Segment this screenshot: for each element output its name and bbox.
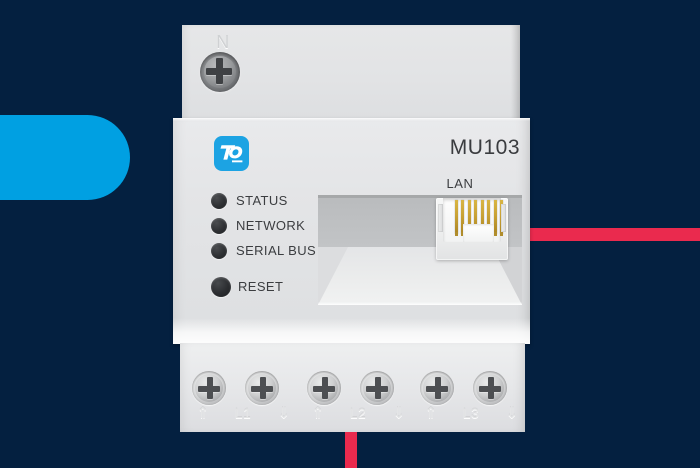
terminal-screw-l2-out[interactable] xyxy=(360,371,394,405)
terminal-label-l3: L3 xyxy=(462,405,480,421)
terminal-label-l2: L2 xyxy=(349,405,367,421)
screw-slot-vertical xyxy=(216,58,223,84)
indicator-status: STATUS xyxy=(211,188,316,213)
port-label-lan: LAN xyxy=(446,176,474,191)
indicator-serial-bus: SERIAL BUS xyxy=(211,238,316,263)
screw-slot-vertical xyxy=(206,377,213,399)
tq-logo-icon xyxy=(214,136,249,171)
rj45-pin xyxy=(493,200,497,234)
top-block-right-edge xyxy=(511,25,520,125)
rj45-pin xyxy=(474,200,478,234)
background-red-vertical-bar xyxy=(345,432,357,468)
background-pill-shape xyxy=(0,115,130,200)
rj45-jack-icon[interactable] xyxy=(436,198,508,260)
rj45-shield-clip-right xyxy=(501,204,506,232)
serial-bus-led-icon xyxy=(211,242,227,259)
reset-button[interactable]: RESET xyxy=(211,274,316,299)
rj45-pin xyxy=(461,200,465,234)
status-led-icon xyxy=(211,192,227,209)
reset-button-icon[interactable] xyxy=(211,276,231,297)
recess-top-edge xyxy=(318,195,522,198)
screw-slot-vertical xyxy=(434,377,441,399)
terminal-screw-l3-in[interactable] xyxy=(420,371,454,405)
panel-bottom-bevel xyxy=(173,318,530,344)
terminal-arrow-out-l1: ⇓ xyxy=(277,405,291,422)
terminal-arrow-in-l2: ⇑ xyxy=(311,405,325,422)
terminal-arrow-out-l3: ⇓ xyxy=(505,405,519,422)
terminal-label-l1: L1 xyxy=(234,405,252,421)
rj45-pin xyxy=(480,200,484,234)
terminal-screw-l1-in[interactable] xyxy=(192,371,226,405)
screw-slot-vertical xyxy=(321,377,328,399)
rj45-pin-tip xyxy=(461,232,465,236)
indicator-label-serial-bus: SERIAL BUS xyxy=(236,243,317,258)
device-model-name: MU103 xyxy=(449,136,520,159)
indicator-label-reset: RESET xyxy=(238,279,284,294)
rj45-pin xyxy=(467,200,471,234)
rj45-shield-clip-left xyxy=(438,204,443,232)
terminal-arrow-out-l2: ⇓ xyxy=(392,405,406,422)
lan-port-recess xyxy=(318,195,522,305)
rj45-pin xyxy=(487,200,491,234)
indicator-label-status: STATUS xyxy=(236,193,288,208)
terminal-screw-l2-in[interactable] xyxy=(307,371,341,405)
terminal-arrow-in-l1: ⇑ xyxy=(196,405,210,422)
background-red-horizontal-bar xyxy=(530,228,700,241)
recess-bottom-edge xyxy=(318,302,522,305)
rj45-pin xyxy=(455,200,458,234)
screw-slot-vertical xyxy=(259,377,266,399)
network-led-icon xyxy=(211,217,227,234)
terminal-screw-l1-out[interactable] xyxy=(245,371,279,405)
terminal-arrow-in-l3: ⇑ xyxy=(424,405,438,422)
rj45-pin-tip xyxy=(499,232,503,236)
rj45-latch-notch xyxy=(463,224,494,242)
screw-slot-vertical xyxy=(487,377,494,399)
indicator-network: NETWORK xyxy=(211,213,316,238)
neutral-terminal-screw[interactable] xyxy=(200,52,240,92)
terminal-label-n: N xyxy=(216,32,230,52)
rj45-opening xyxy=(443,198,503,242)
indicator-label-network: NETWORK xyxy=(236,218,306,233)
screw-slot-vertical xyxy=(374,377,381,399)
rj45-pin-tip xyxy=(493,232,497,236)
indicator-list: STATUS NETWORK SERIAL BUS RESET xyxy=(211,188,316,299)
terminal-label-row: ⇑ L1 ⇓ ⇑ L2 ⇓ ⇑ L3 ⇓ xyxy=(180,404,525,428)
terminal-screw-l3-out[interactable] xyxy=(473,371,507,405)
bottom-terminal-block xyxy=(180,343,525,432)
rj45-pin-tip xyxy=(455,232,458,236)
